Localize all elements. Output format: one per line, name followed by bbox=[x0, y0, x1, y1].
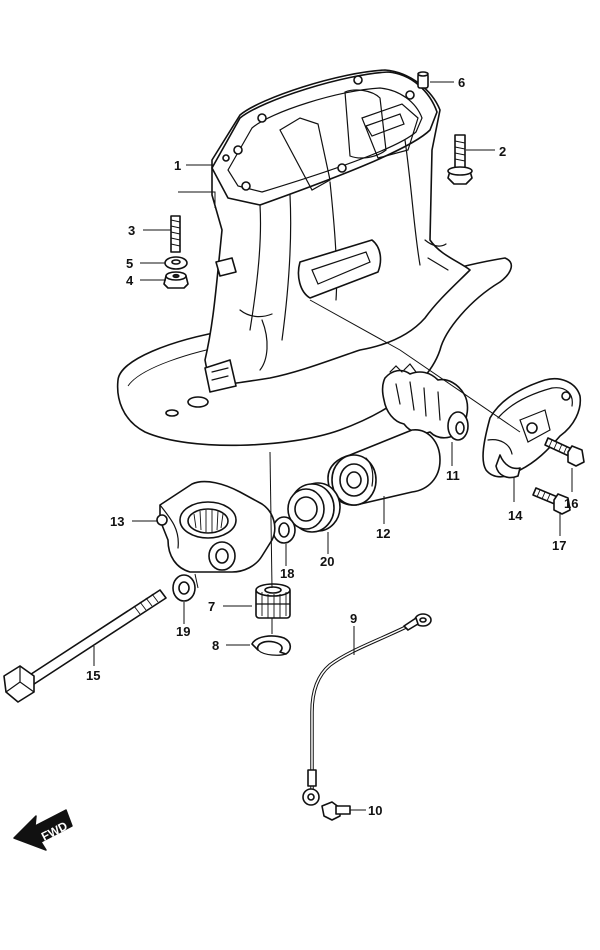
callout-19: 19 bbox=[176, 624, 190, 639]
callout-1: 1 bbox=[174, 158, 181, 173]
callout-15: 15 bbox=[86, 668, 100, 683]
circlip[interactable] bbox=[251, 635, 292, 656]
callout-14: 14 bbox=[508, 508, 523, 523]
washer[interactable] bbox=[164, 256, 188, 270]
callout-4: 4 bbox=[126, 273, 134, 288]
leader-lines bbox=[93, 81, 573, 811]
callout-20: 20 bbox=[320, 554, 334, 569]
driveshaft-housing[interactable] bbox=[116, 69, 513, 447]
cable-screw[interactable] bbox=[321, 801, 351, 821]
callout-18: 18 bbox=[280, 566, 294, 581]
callout-5: 5 bbox=[126, 256, 133, 271]
nut[interactable] bbox=[163, 271, 189, 289]
housing-bolt[interactable] bbox=[447, 134, 473, 185]
o-ring[interactable] bbox=[272, 516, 296, 544]
fwd-arrow-icon: FWD bbox=[13, 809, 73, 851]
spline-coupler[interactable] bbox=[255, 583, 291, 619]
callout-7: 7 bbox=[208, 599, 215, 614]
assembly-lines bbox=[194, 299, 521, 634]
callout-labels: 1 2 3 4 5 6 7 8 9 10 11 12 13 14 15 16 1… bbox=[86, 75, 578, 818]
callout-9: 9 bbox=[350, 611, 357, 626]
callout-16: 16 bbox=[564, 496, 578, 511]
callout-6: 6 bbox=[458, 75, 465, 90]
callout-8: 8 bbox=[212, 638, 219, 653]
callout-10: 10 bbox=[368, 803, 382, 818]
dowel-pin[interactable] bbox=[417, 71, 429, 89]
callout-2: 2 bbox=[499, 144, 506, 159]
through-bolt[interactable] bbox=[3, 589, 167, 703]
mount-bolt-lower[interactable] bbox=[532, 487, 571, 515]
stud-bolt[interactable] bbox=[170, 215, 181, 253]
rubber-bushing[interactable] bbox=[327, 429, 441, 506]
mount-bolt-upper[interactable] bbox=[544, 437, 585, 467]
callout-17: 17 bbox=[552, 538, 566, 553]
callout-12: 12 bbox=[376, 526, 390, 541]
callout-3: 3 bbox=[128, 223, 135, 238]
rubber-mount[interactable] bbox=[381, 363, 469, 441]
bearing-housing[interactable] bbox=[156, 480, 276, 573]
mount-bracket[interactable] bbox=[482, 378, 582, 479]
ground-cable[interactable] bbox=[302, 613, 432, 806]
callout-13: 13 bbox=[110, 514, 124, 529]
seal-ring[interactable] bbox=[287, 482, 341, 533]
shaft-washer[interactable] bbox=[172, 574, 196, 602]
callout-11: 11 bbox=[446, 468, 460, 483]
